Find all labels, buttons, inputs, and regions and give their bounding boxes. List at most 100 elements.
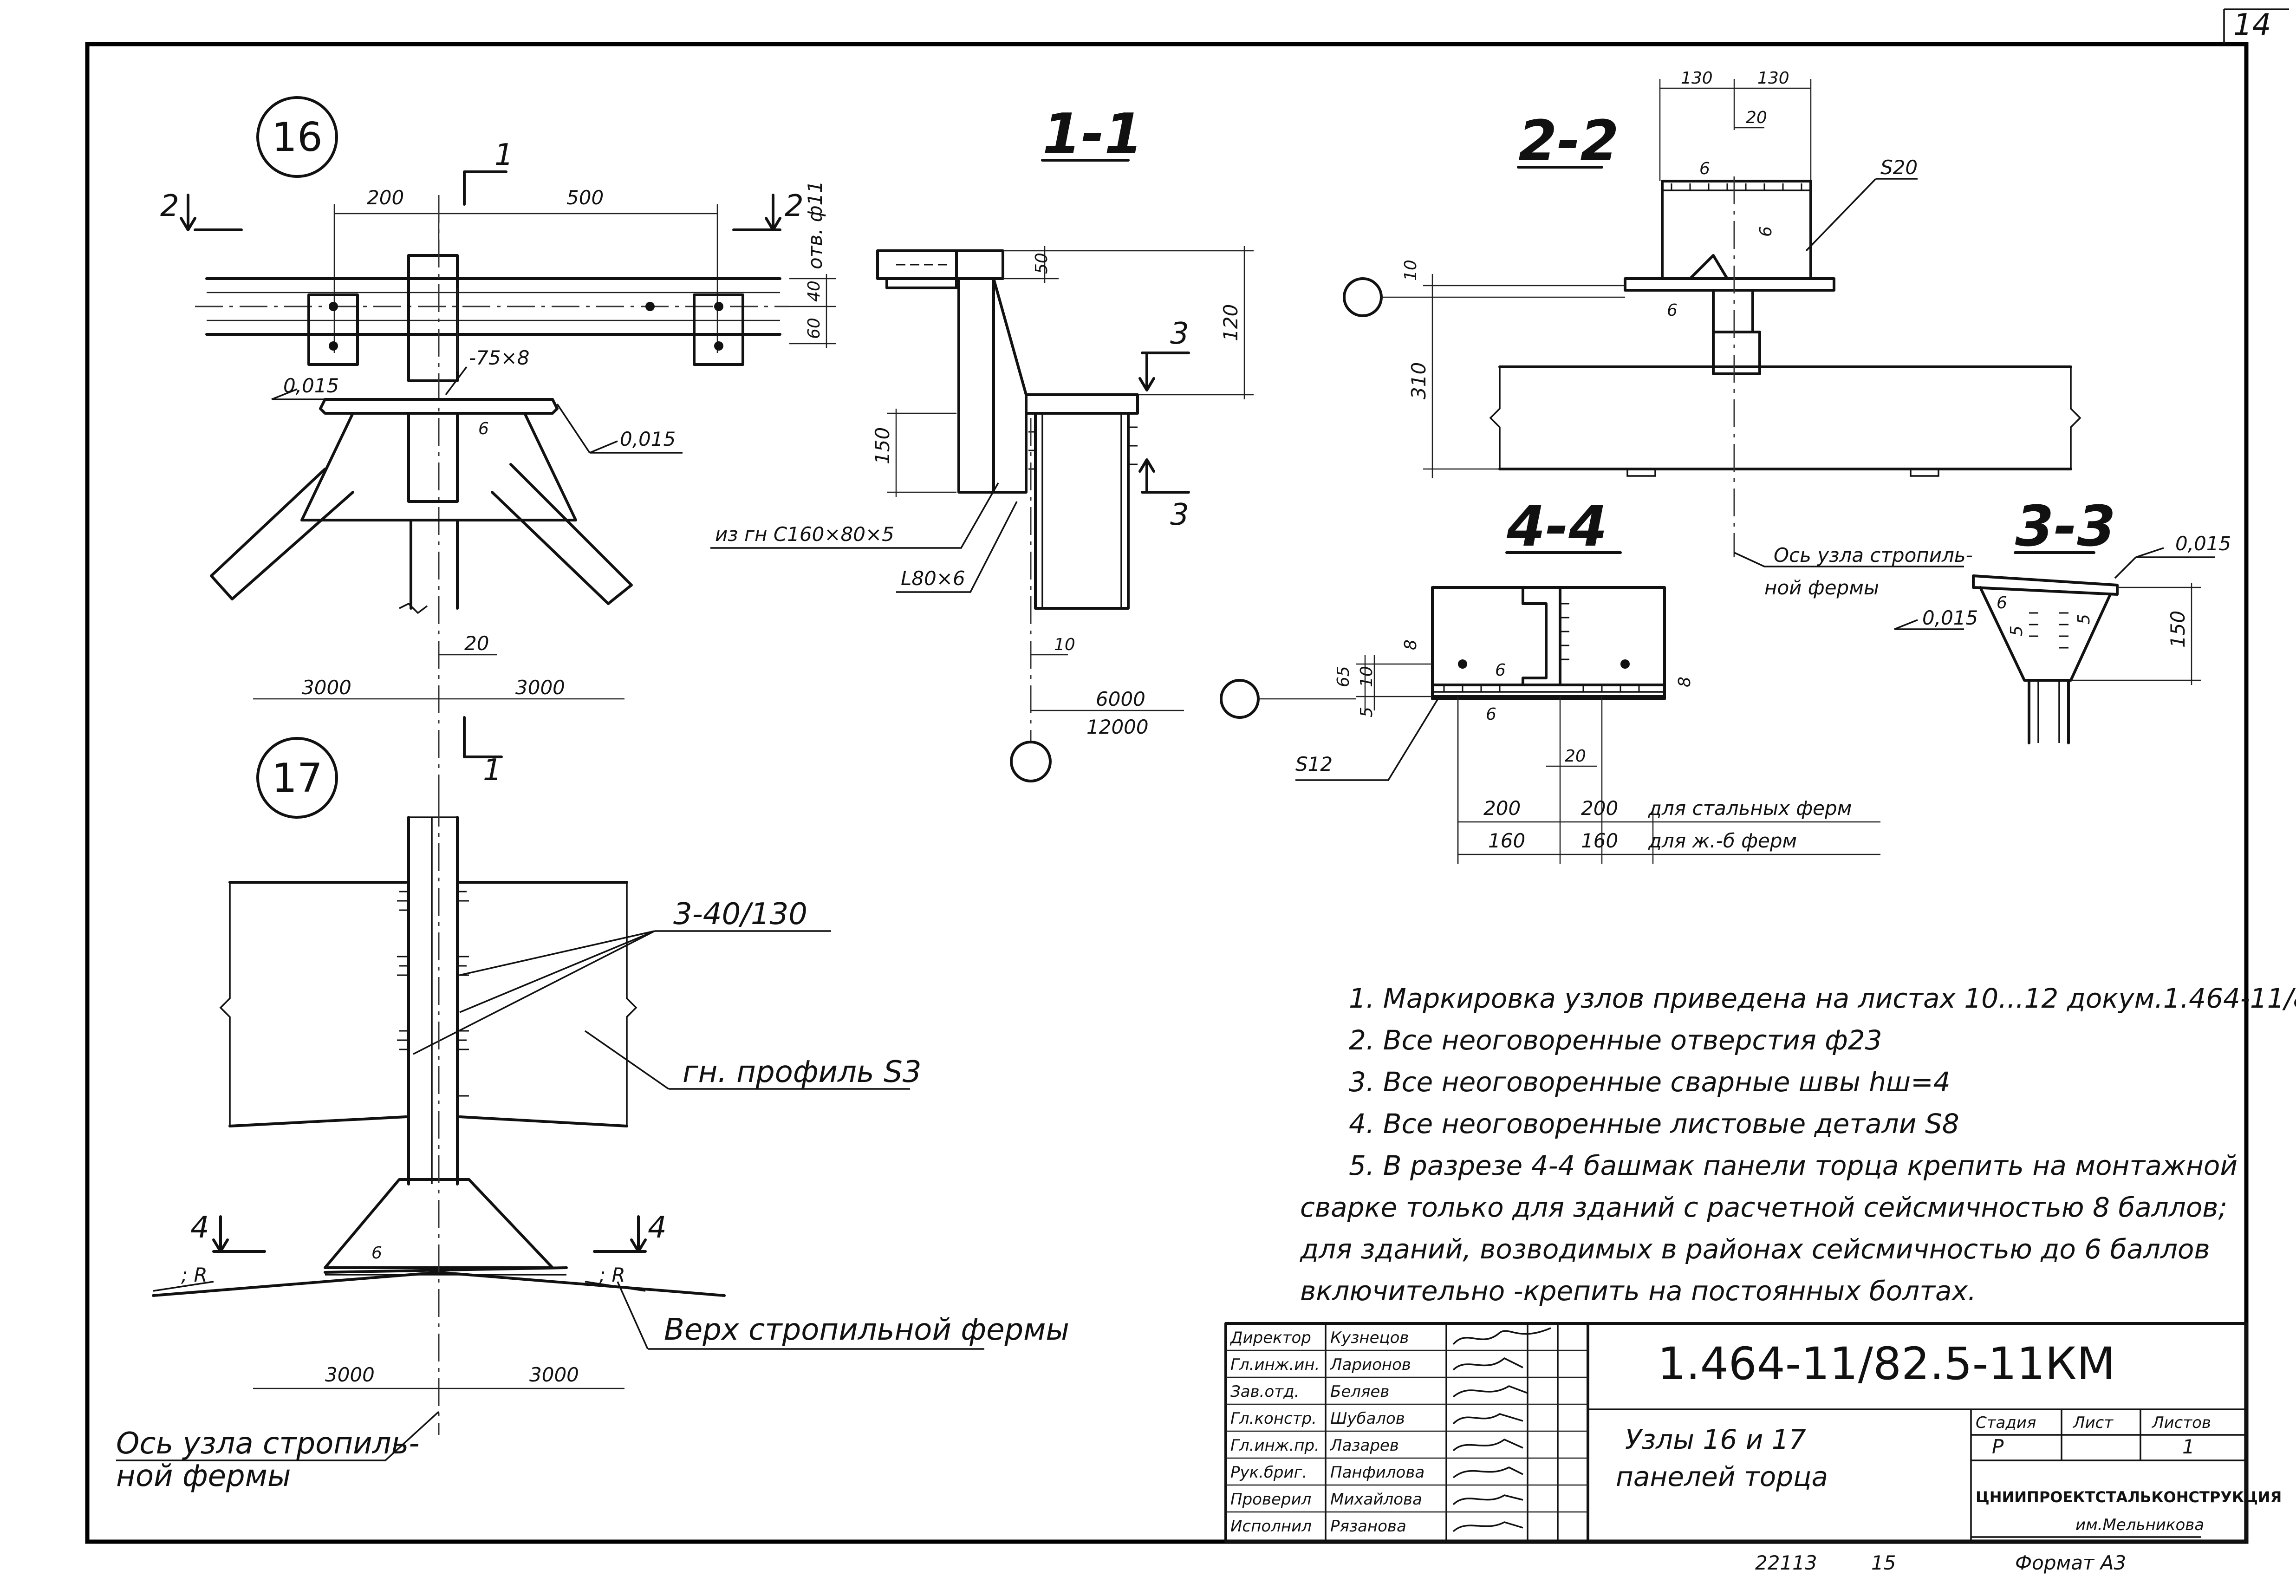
section-1-1-dim-10: 10: [1054, 635, 1075, 654]
signatures: [1452, 1327, 1551, 1532]
stage-header: Стадия: [1976, 1414, 2036, 1432]
staff-name-8: Рязанова: [1330, 1517, 1406, 1536]
node17-r-left: ; R: [181, 1264, 208, 1286]
general-notes: 1. Маркировка узлов приведена на листах …: [1300, 983, 2296, 1307]
section-3-3: 3-3 0,015 0,015 6 5 5 150: [1894, 495, 2231, 744]
section-3-3-weld-5b: 5: [2075, 614, 2094, 625]
node16-hole: отв. ф11: [804, 181, 826, 269]
note-4: 4. Все неоговоренные листовые детали S8: [1349, 1108, 1959, 1140]
node17-weld-6: 6: [371, 1244, 382, 1263]
section-1-1-cut-3-bottom: 3: [1170, 498, 1189, 532]
inventory-number-2: 15: [1871, 1551, 1896, 1574]
node-17-label: 17: [272, 755, 322, 801]
section-4-4-dim-5: 5: [1357, 707, 1376, 717]
section-2-2-dim-20: 20: [1746, 108, 1767, 127]
section-2-2-plate: S20: [1880, 156, 1918, 179]
staff-name-6: Панфилова: [1330, 1463, 1424, 1482]
section-1-1-dim-12000: 12000: [1086, 716, 1149, 738]
staff-role-7: Проверил: [1230, 1490, 1311, 1509]
section-4-4-weld-6a: 6: [1495, 661, 1506, 680]
section-2-2-dim-310: 310: [1407, 362, 1430, 399]
section-1-1-dim-120: 120: [1219, 304, 1242, 341]
staff-name-7: Михайлова: [1330, 1490, 1422, 1509]
section-2-2-dim-130b: 130: [1757, 69, 1789, 88]
node16-span-left: 3000: [302, 676, 351, 699]
node16-dim-200: 200: [367, 186, 404, 209]
node17-r-right: ; R: [599, 1264, 625, 1286]
note-5-line-2: сварке только для зданий с расчетной сей…: [1300, 1192, 2227, 1223]
doc-title-1: Узлы 16 и 17: [1625, 1424, 1806, 1455]
section-1-1-dim-150: 150: [871, 427, 894, 464]
section-3-3-dim-150: 150: [2166, 611, 2189, 648]
section-4-4-dim-65: 65: [1334, 666, 1353, 687]
note-5-line-1: 5. В разрезе 4-4 башмак панели торца кре…: [1349, 1150, 2237, 1181]
section-2-2-weld-6c: 6: [1667, 301, 1678, 320]
note-5-line-4: включительно -крепить на постоянных болт…: [1300, 1275, 1976, 1307]
node16-span-right: 3000: [515, 676, 565, 699]
note-3: 3. Все неоговоренные сварные швы hш=4: [1349, 1066, 1951, 1098]
node-17-view: 17 1 3-40/130 гн. проф: [116, 716, 1069, 1493]
node16-dim-60: 60: [805, 318, 824, 339]
doc-title-2: панелей торца: [1616, 1461, 1828, 1492]
node-16-label: 16: [272, 114, 322, 161]
node16-weld-6: 6: [478, 419, 489, 438]
node17-truss-top: Верх стропильной фермы: [664, 1313, 1069, 1347]
stage-value: Р: [1992, 1435, 2004, 1458]
sheets-header: Листов: [2151, 1414, 2211, 1432]
node16-slope-left: 0,015: [283, 374, 339, 397]
node17-profile: гн. профиль S3: [683, 1055, 921, 1089]
section-4-4-weld-6b: 6: [1486, 705, 1496, 724]
section-3-3-slope-top: 0,015: [2175, 532, 2231, 555]
staff-name-4: Шубалов: [1330, 1409, 1405, 1428]
section-1-1-member-2: L80×6: [901, 567, 965, 590]
staff-name-3: Беляев: [1330, 1382, 1389, 1401]
node16-cut-1: 1: [494, 138, 514, 172]
section-4-4-dim-200b: 200: [1581, 797, 1618, 820]
node16-slope-right: 0,015: [620, 428, 676, 450]
section-2-2-axis-label-2: ной фермы: [1764, 576, 1879, 599]
node17-cut-4-right: 4: [648, 1211, 667, 1245]
node-16-view: 16 1 2 2 200 500 отв. ф11 40 60: [160, 96, 836, 799]
node16-cut-2-right: 2: [785, 189, 804, 223]
section-4-4-plate: S12: [1295, 753, 1333, 775]
node17-cut-1: 1: [483, 753, 502, 788]
staff-role-5: Гл.инж.пр.: [1230, 1436, 1320, 1455]
section-3-3-weld-6: 6: [1997, 593, 2007, 612]
node17-cut-4-left: 4: [190, 1211, 209, 1245]
section-4-4-rc-label: для ж.-б ферм: [1648, 829, 1797, 852]
staff-name-2: Ларионов: [1329, 1355, 1411, 1374]
staff-role-4: Гл.констр.: [1230, 1409, 1317, 1428]
section-1-1-member-1: из гн С160×80×5: [715, 523, 894, 546]
section-4-4-dim-20: 20: [1565, 747, 1586, 766]
section-4-4-dim-160a: 160: [1488, 829, 1525, 852]
title-block: Директор Кузнецов Гл.инж.ин. Ларионов За…: [1224, 1322, 2282, 1574]
paper-format: Формат А3: [2015, 1551, 2126, 1574]
section-1-1: 1-1 50 120 150: [710, 102, 1254, 782]
staff-role-3: Зав.отд.: [1230, 1382, 1299, 1401]
doc-code: 1.464-11/82.5-11КМ: [1658, 1338, 2115, 1390]
org-name: ЦНИИПРОЕКТСТАЛЬКОНСТРУКЦИЯ: [1976, 1488, 2282, 1506]
node17-span-right: 3000: [529, 1363, 579, 1386]
section-1-1-cut-3-top: 3: [1170, 317, 1189, 351]
section-4-4-dim-8a: 8: [1401, 639, 1420, 650]
node17-bolts: 3-40/130: [673, 897, 807, 932]
note-1: 1. Маркировка узлов приведена на листах …: [1349, 983, 2296, 1014]
section-2-2-weld-6b: 6: [1756, 226, 1776, 237]
section-4-4-dim-10: 10: [1357, 666, 1376, 687]
org-name-2: им.Мельникова: [2075, 1516, 2204, 1534]
section-4-4: 4-4 6 6 8 8 65 10 5 S12: [1220, 495, 1880, 864]
sheet-header: Лист: [2072, 1414, 2114, 1432]
section-3-3-title: 3-3: [2015, 495, 2116, 559]
section-4-4-steel-label: для стальных ферм: [1648, 797, 1852, 820]
node17-axis-label-1: Ось узла стропиль-: [116, 1427, 419, 1461]
section-3-3-slope-left: 0,015: [1922, 606, 1978, 629]
section-4-4-dim-200a: 200: [1483, 797, 1521, 820]
section-2-2-title: 2-2: [1518, 109, 1619, 174]
section-1-1-dim-50: 50: [1032, 253, 1051, 274]
section-4-4-dim-8b: 8: [1675, 677, 1694, 687]
sheet-frame: 14: [85, 8, 2289, 1544]
section-2-2-dim-10: 10: [1401, 260, 1420, 281]
section-1-1-dim-6000: 6000: [1096, 688, 1145, 710]
staff-role-8: Исполнил: [1230, 1517, 1312, 1536]
